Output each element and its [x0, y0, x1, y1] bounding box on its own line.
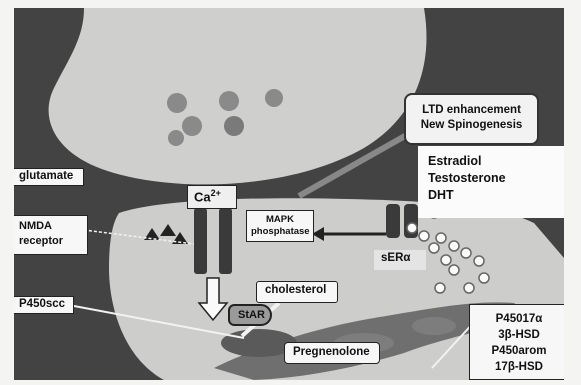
calcium-label: Ca2+ — [187, 185, 237, 209]
calcium-charge: 2+ — [211, 188, 221, 198]
ltd-outcome-box: LTD enhancement New Spinogenesis — [404, 93, 539, 145]
calcium-symbol: Ca — [194, 189, 211, 204]
steroid-molecule — [449, 265, 459, 275]
steroid-molecule — [441, 255, 451, 265]
mitochondrion — [412, 317, 456, 335]
steroid-molecule — [436, 233, 446, 243]
steroid-molecule — [435, 283, 445, 293]
steroids-label: Estradiol Testosterone DHT — [418, 146, 564, 218]
steroid-molecule — [474, 256, 484, 266]
vesicle — [168, 130, 184, 146]
steroid-molecule — [464, 283, 474, 293]
enzyme-3b-hsd: 3β-HSD — [478, 327, 560, 343]
steroid-molecule — [479, 273, 489, 283]
nmda-line-2: receptor — [19, 234, 81, 249]
steroid-molecule — [407, 223, 417, 233]
steroid-molecule — [419, 231, 429, 241]
nmda-line-1: NMDA — [19, 219, 81, 234]
vesicle — [265, 89, 283, 107]
vesicle — [182, 116, 202, 136]
enzyme-17b-hsd: 17β-HSD — [478, 359, 560, 375]
ser-alpha-label: sERα — [374, 250, 426, 270]
enzymes-label: P45017α 3β-HSD P450arom 17β-HSD — [469, 304, 564, 380]
vesicle — [219, 91, 239, 111]
nmda-receptor-left-subunit — [194, 208, 207, 274]
mapk-line-1: MAPK — [251, 214, 309, 226]
enzyme-p45017a: P45017α — [478, 311, 560, 327]
mapk-line-2: phosphatase — [251, 226, 309, 238]
nmda-receptor-right-subunit — [219, 208, 232, 274]
steroid-molecule — [449, 241, 459, 251]
steroid-estradiol: Estradiol — [428, 153, 558, 170]
steroid-dht: DHT — [428, 187, 558, 204]
pregnenolone-label: Pregnenolone — [284, 342, 380, 364]
cholesterol-label: cholesterol — [256, 281, 338, 303]
ser-alpha-receptor-left — [386, 204, 400, 238]
steroid-molecule — [461, 248, 471, 258]
steroid-testosterone: Testosterone — [428, 170, 558, 187]
vesicle — [167, 93, 187, 113]
ltd-line-1: LTD enhancement — [406, 103, 537, 118]
enzyme-p450arom: P450arom — [478, 343, 560, 359]
glutamate-label: glutamate — [14, 168, 84, 186]
nmda-receptor-label: NMDA receptor — [14, 215, 88, 255]
p450scc-label: P450scc — [14, 296, 74, 314]
steroid-molecule — [429, 243, 439, 253]
star-protein-label: StAR — [228, 304, 272, 326]
synapse-diagram: LTD enhancement New Spinogenesis glutama… — [14, 8, 564, 380]
vesicle — [224, 116, 244, 136]
ltd-line-2: New Spinogenesis — [406, 118, 537, 133]
mapk-phosphatase-label: MAPK phosphatase — [246, 210, 314, 242]
